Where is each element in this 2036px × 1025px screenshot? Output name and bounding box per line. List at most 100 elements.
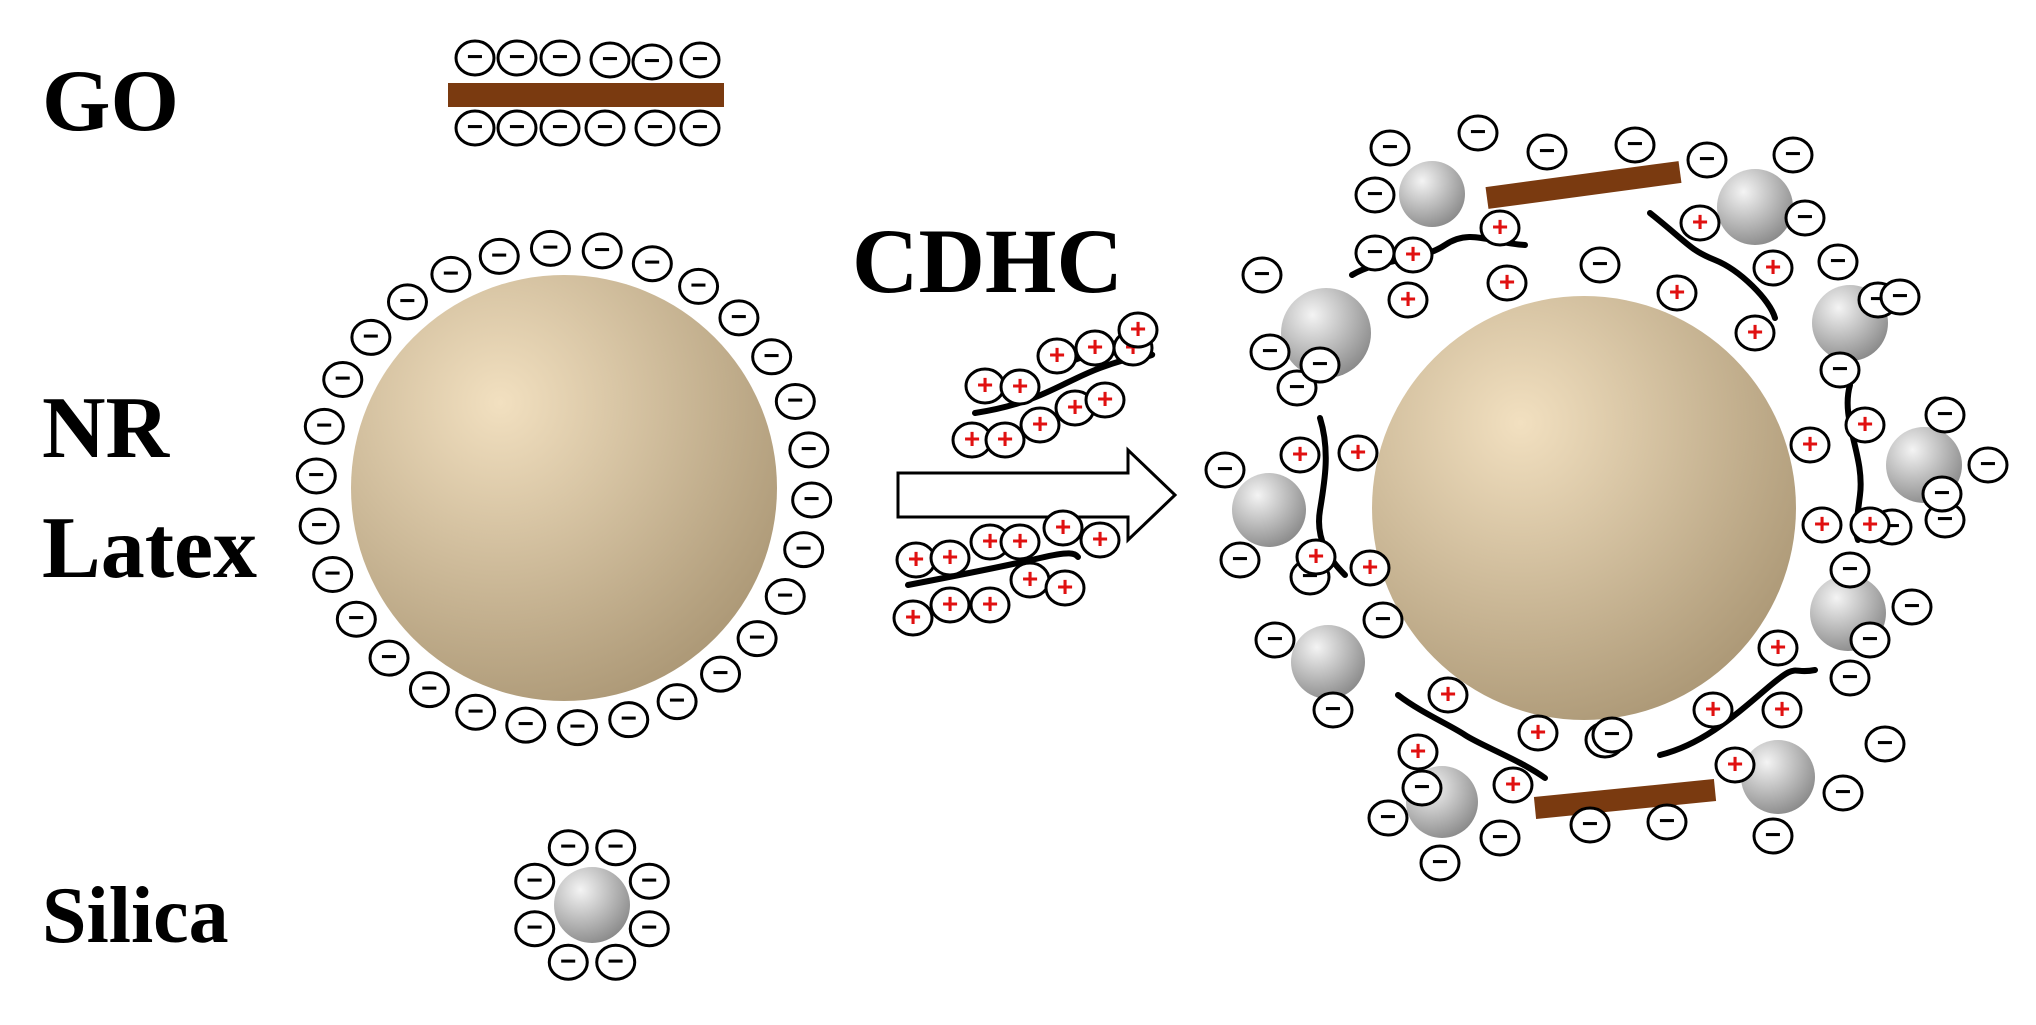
positive-charge: + xyxy=(1761,691,1803,729)
negative-charge: − xyxy=(595,829,637,867)
svg-text:+: + xyxy=(964,423,980,454)
svg-text:−: − xyxy=(749,622,765,653)
negative-charge: − xyxy=(454,39,496,77)
negative-charge: − xyxy=(539,109,581,147)
negative-charge: − xyxy=(581,232,623,270)
svg-text:+: + xyxy=(1747,316,1763,347)
svg-text:−: − xyxy=(491,239,507,270)
negative-charge: − xyxy=(298,507,340,545)
svg-text:−: − xyxy=(1380,801,1396,832)
svg-text:−: − xyxy=(644,45,660,76)
svg-text:+: + xyxy=(1087,331,1103,362)
svg-text:+: + xyxy=(1492,211,1508,242)
positive-charge: + xyxy=(1427,676,1469,714)
graphene-oxide-sheet xyxy=(1533,779,1717,819)
svg-text:−: − xyxy=(621,703,637,734)
svg-text:−: − xyxy=(552,111,568,142)
cdhc-label: CDHC xyxy=(852,210,1123,312)
negative-charge: − xyxy=(678,267,720,305)
negative-charge: − xyxy=(1849,621,1891,659)
svg-text:+: + xyxy=(997,423,1013,454)
negative-charge: − xyxy=(1354,176,1396,214)
negative-charge: − xyxy=(1479,819,1521,857)
svg-text:−: − xyxy=(421,673,437,704)
negative-charge: − xyxy=(1401,769,1443,807)
svg-text:−: − xyxy=(1492,821,1508,852)
svg-text:−: − xyxy=(1312,348,1328,379)
latex-label: Latex xyxy=(42,500,258,597)
positive-charge: + xyxy=(1479,209,1521,247)
positive-charge: + xyxy=(1295,538,1337,576)
svg-text:+: + xyxy=(942,588,958,619)
svg-text:−: − xyxy=(467,111,483,142)
svg-text:−: − xyxy=(399,285,415,316)
silica-particle xyxy=(554,867,630,943)
svg-text:−: − xyxy=(594,234,610,265)
svg-text:+: + xyxy=(982,588,998,619)
svg-text:−: − xyxy=(1367,178,1383,209)
svg-text:+: + xyxy=(1067,391,1083,422)
svg-text:−: − xyxy=(1842,661,1858,692)
negative-charge: − xyxy=(295,457,337,495)
positive-charge: + xyxy=(1019,406,1061,444)
negative-charge: − xyxy=(1646,803,1688,841)
negative-charge: − xyxy=(1614,126,1656,164)
negative-charge: − xyxy=(514,910,556,948)
svg-text:−: − xyxy=(801,433,817,464)
negative-charge: − xyxy=(631,43,673,81)
positive-charge: + xyxy=(1036,337,1078,375)
positive-charge: + xyxy=(1397,733,1439,771)
svg-text:−: − xyxy=(1937,398,1953,429)
svg-text:−: − xyxy=(1835,776,1851,807)
svg-text:−: − xyxy=(1699,143,1715,174)
svg-text:+: + xyxy=(1092,523,1108,554)
positive-charge: + xyxy=(1714,746,1756,784)
positive-charge: + xyxy=(1692,691,1734,729)
svg-text:+: + xyxy=(1669,276,1685,307)
positive-charge: + xyxy=(999,523,1041,561)
negative-charge: − xyxy=(1891,588,1933,626)
silica-particle xyxy=(1399,161,1465,227)
svg-text:+: + xyxy=(1814,508,1830,539)
positive-charge: + xyxy=(1042,509,1084,547)
positive-charge: + xyxy=(892,599,934,637)
negative-charge: − xyxy=(774,382,816,420)
negative-charge: − xyxy=(1299,346,1341,384)
positive-charge: + xyxy=(929,586,971,624)
svg-text:−: − xyxy=(763,340,779,371)
svg-text:+: + xyxy=(1774,693,1790,724)
svg-text:−: − xyxy=(348,602,364,633)
svg-text:−: − xyxy=(308,459,324,490)
negative-charge: − xyxy=(1817,243,1859,281)
positive-charge: + xyxy=(1387,281,1429,319)
svg-text:+: + xyxy=(1097,383,1113,414)
negative-charge: − xyxy=(700,655,742,693)
svg-text:−: − xyxy=(608,945,624,976)
positive-charge: + xyxy=(929,539,971,577)
negative-charge: − xyxy=(1924,396,1966,434)
silica-particle xyxy=(1717,169,1793,245)
negative-charge: − xyxy=(1864,725,1906,763)
negative-charge: − xyxy=(1367,799,1409,837)
process-arrow xyxy=(896,446,1178,544)
svg-text:−: − xyxy=(311,509,327,540)
svg-text:−: − xyxy=(1877,727,1893,758)
svg-text:−: − xyxy=(690,269,706,300)
negative-charge: − xyxy=(1829,659,1871,697)
positive-charge: + xyxy=(1117,311,1159,349)
negative-charge: − xyxy=(547,829,589,867)
silica-particle xyxy=(1291,625,1365,699)
negative-charge: − xyxy=(718,299,760,337)
svg-text:−: − xyxy=(518,708,534,739)
svg-text:+: + xyxy=(1350,436,1366,467)
graphene-oxide-sheet xyxy=(1485,161,1682,209)
positive-charge: + xyxy=(1392,236,1434,274)
negative-charge: − xyxy=(1526,133,1568,171)
svg-text:−: − xyxy=(602,43,618,74)
positive-charge: + xyxy=(1079,521,1121,559)
negative-charge: − xyxy=(430,255,472,293)
svg-text:−: − xyxy=(1232,543,1248,574)
negative-charge: − xyxy=(679,109,721,147)
positive-charge: + xyxy=(895,541,937,579)
